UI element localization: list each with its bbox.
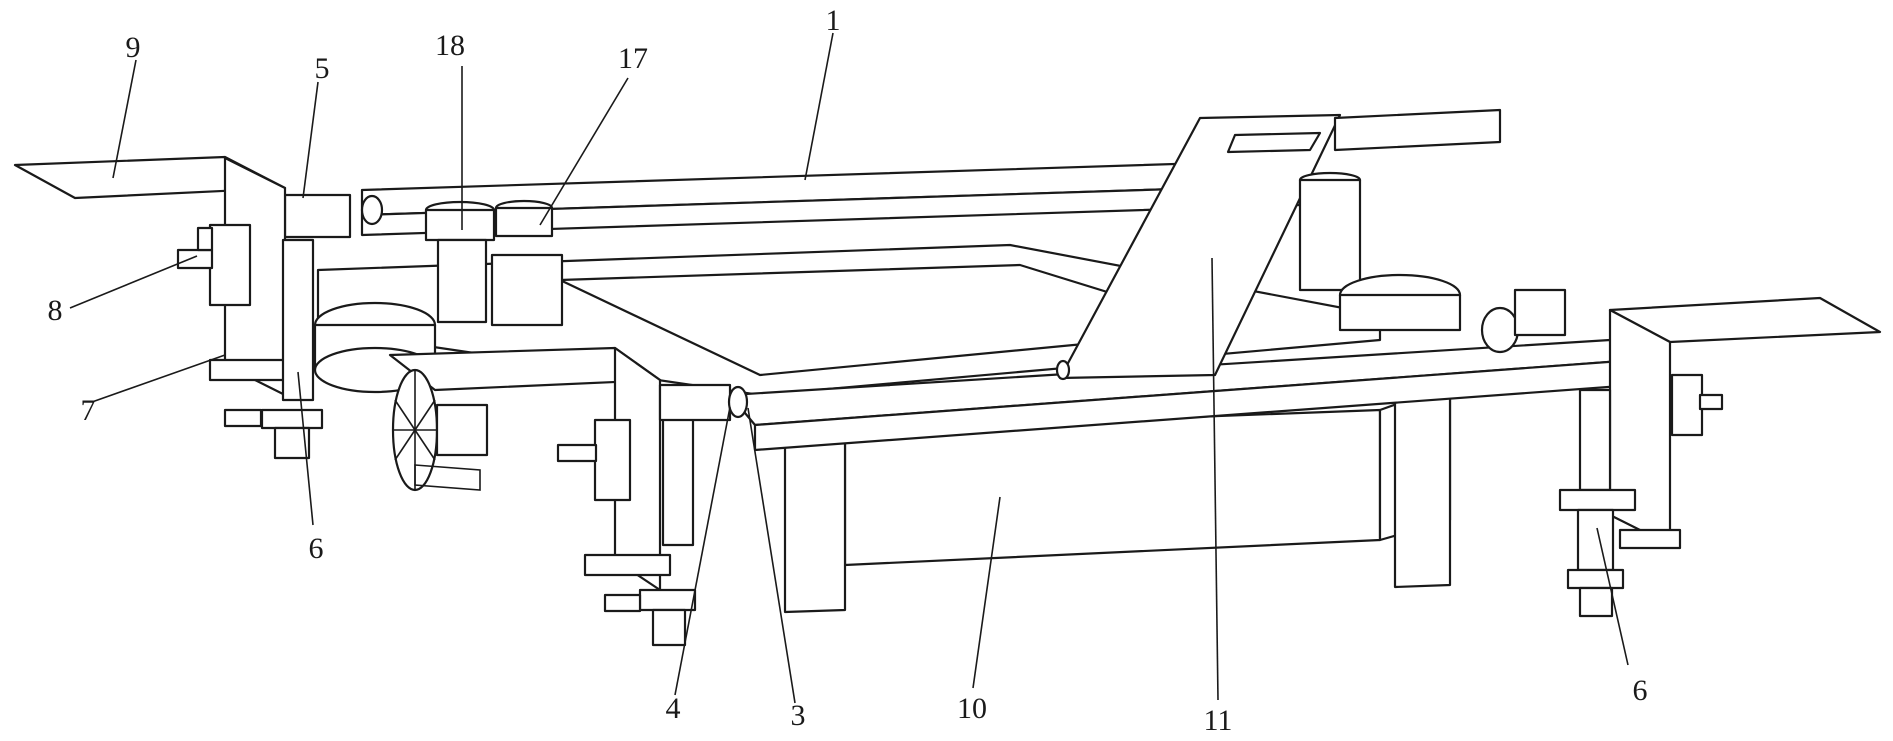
label-4: 4 bbox=[666, 692, 681, 725]
label-9: 9 bbox=[126, 31, 141, 64]
mid-bracket bbox=[583, 346, 672, 592]
motor-18 bbox=[424, 200, 496, 324]
left-arm-5 bbox=[283, 193, 384, 239]
left-clamp-8 bbox=[176, 223, 252, 307]
label-3: 3 bbox=[791, 699, 806, 732]
label-11: 11 bbox=[1204, 704, 1233, 737]
leader-lines bbox=[69, 32, 1629, 704]
mid-arm-4 bbox=[658, 383, 749, 422]
motor-17 bbox=[490, 199, 564, 327]
fan-wheel bbox=[391, 368, 489, 492]
right-clamp bbox=[1670, 373, 1724, 437]
rear-beam bbox=[360, 158, 1302, 237]
left-bracket-7 bbox=[208, 156, 302, 397]
label-10: 10 bbox=[957, 692, 987, 725]
right-cylinder-6 bbox=[1558, 388, 1637, 618]
support-legs bbox=[783, 391, 1452, 614]
label-7: 7 bbox=[81, 394, 96, 427]
rear-right-motor bbox=[1298, 171, 1362, 292]
reference-labels: 1 9 18 17 5 8 7 6 4 3 10 11 6 bbox=[48, 4, 1648, 737]
right-bracket bbox=[1608, 308, 1682, 550]
label-6-right: 6 bbox=[1633, 674, 1648, 707]
label-18: 18 bbox=[435, 29, 465, 62]
right-panel-plate bbox=[1333, 108, 1502, 152]
label-17: 17 bbox=[618, 42, 648, 75]
inclined-board bbox=[1055, 113, 1342, 381]
right-fan-unit bbox=[1480, 288, 1567, 354]
label-6-left: 6 bbox=[309, 532, 324, 565]
label-1: 1 bbox=[826, 4, 841, 37]
label-5: 5 bbox=[315, 52, 330, 85]
mid-clamp bbox=[556, 418, 632, 502]
label-8: 8 bbox=[48, 294, 63, 327]
right-drum bbox=[1338, 273, 1462, 332]
